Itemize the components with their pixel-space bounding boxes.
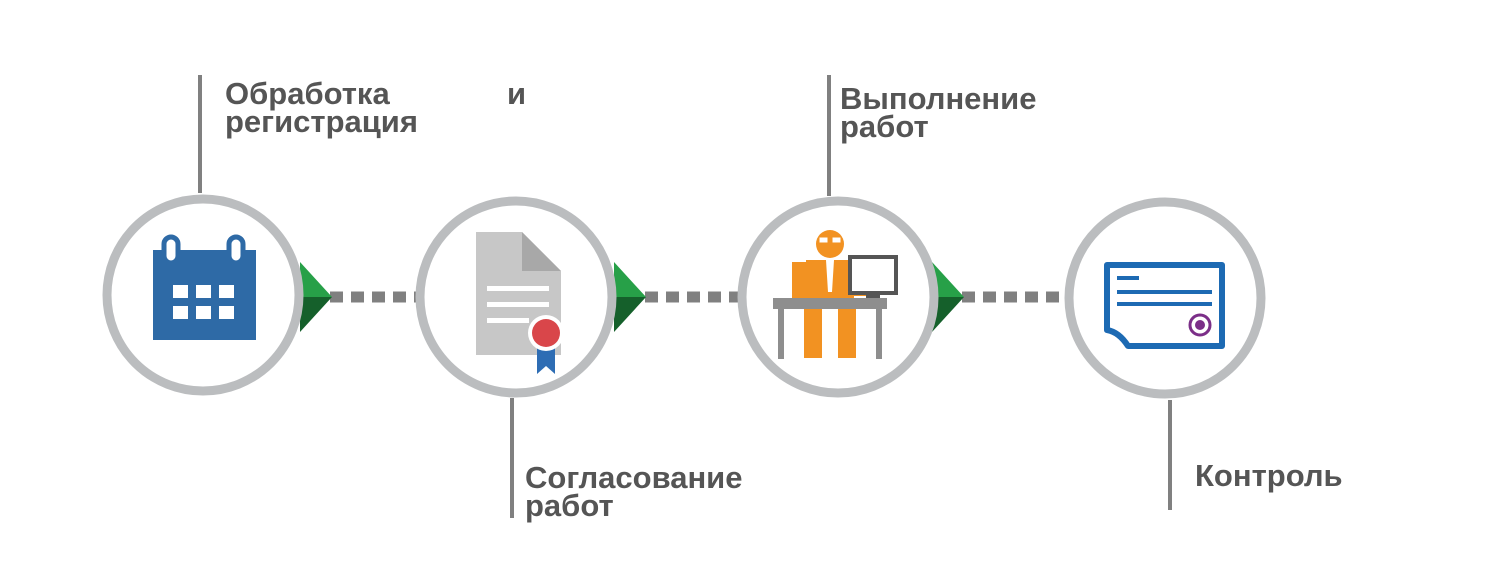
step-1-line2: регистрация [225, 104, 418, 139]
step-1-line1-conjunction: и [507, 76, 527, 111]
step-2-line2: работ [525, 488, 614, 523]
step-2-line1: Согласование [525, 460, 743, 495]
calendar-icon [153, 234, 256, 340]
card-icon [1104, 262, 1225, 349]
step-1-line1: Обработка [225, 76, 390, 111]
step-2-label: Согласование работ [525, 462, 742, 521]
certificate-document-icon [476, 232, 564, 374]
step-3-label: Выполнение работ [840, 83, 1036, 142]
worker-at-computer-icon [773, 230, 898, 359]
arrow-icon [300, 262, 332, 332]
arrow-icon [932, 262, 964, 332]
step-3-line2: работ [840, 109, 929, 144]
step-3-line1: Выполнение [840, 81, 1037, 116]
arrow-icon [614, 262, 646, 332]
step-4-line1: Контроль [1195, 458, 1343, 493]
step-4-label: Контроль [1195, 460, 1343, 491]
